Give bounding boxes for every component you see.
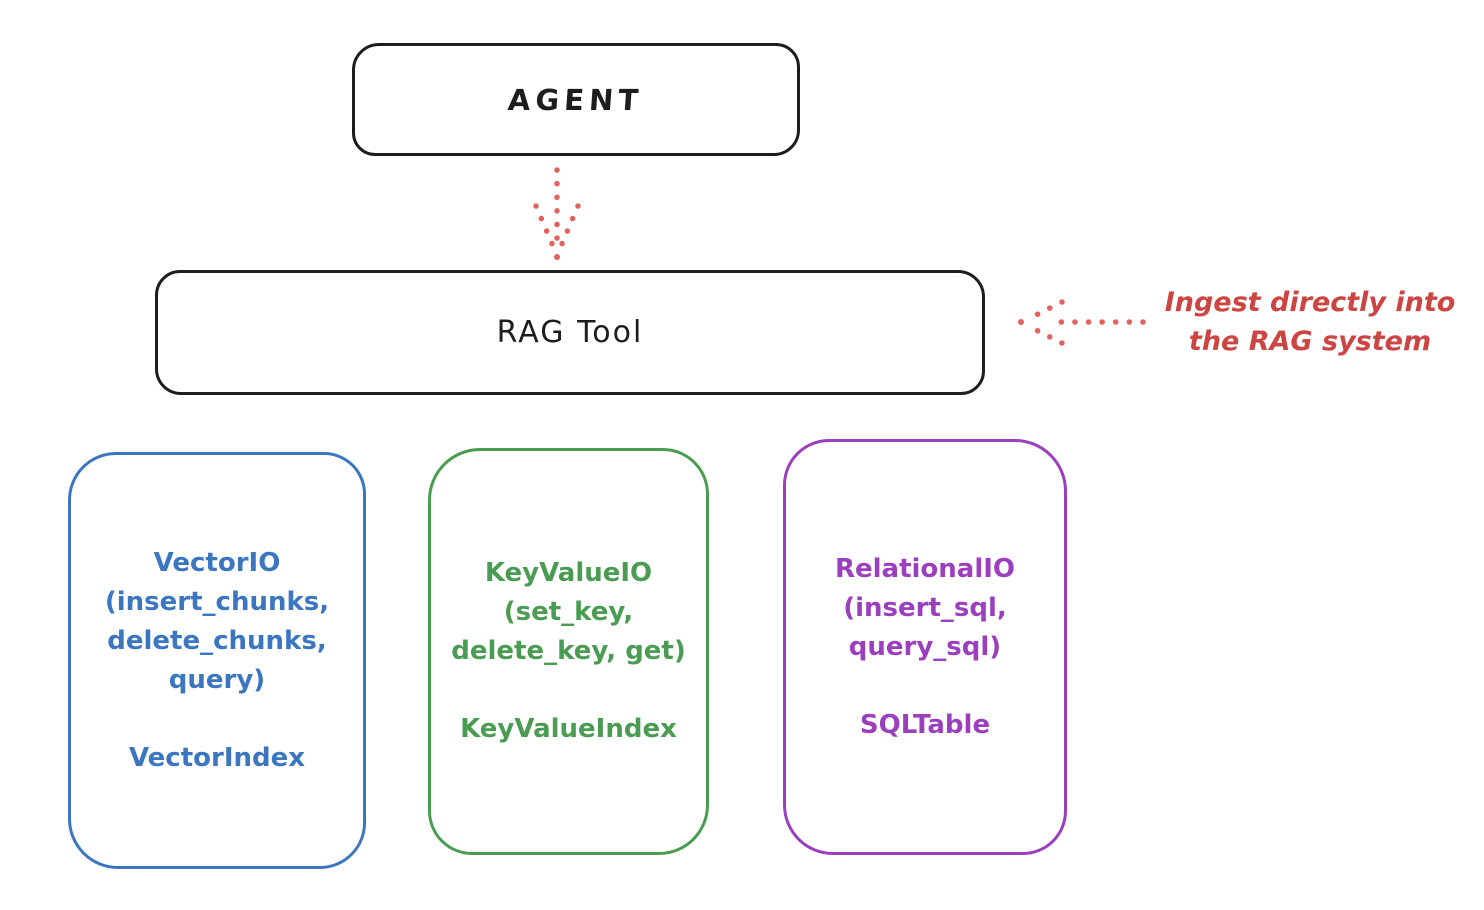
ingest-annotation-line2: the RAG system: [1188, 326, 1432, 357]
relational-io-box: RelationalIO (insert_sql, query_sql) SQL…: [783, 439, 1067, 855]
vector-io-title: VectorIO: [153, 547, 281, 578]
vector-index-label: VectorIndex: [128, 742, 306, 773]
relational-io-methods-line2: query_sql): [848, 631, 1002, 662]
keyvalue-io-methods-line2: delete_key, get): [451, 636, 686, 666]
vector-io-methods-line1: (insert_chunks,: [104, 586, 330, 617]
keyvalue-io-title: KeyValueIO: [484, 558, 653, 588]
vector-io-methods-line3: query): [168, 664, 266, 695]
vector-io-methods-line2: delete_chunks,: [107, 625, 327, 656]
vector-io-box: VectorIO (insert_chunks, delete_chunks, …: [68, 452, 366, 869]
keyvalue-io-methods-line1: (set_key,: [503, 597, 634, 627]
keyvalue-index-label: KeyValueIndex: [460, 714, 677, 744]
ingest-dotted-arrow-left-icon: [1018, 299, 1146, 346]
relational-io-title: RelationalIO: [834, 553, 1016, 584]
rag-tool-box: RAG Tool: [155, 270, 985, 395]
agent-box: AGENT: [352, 43, 800, 156]
sql-table-label: SQLTable: [859, 709, 991, 740]
rag-tool-label: RAG Tool: [496, 315, 644, 350]
keyvalue-io-box: KeyValueIO (set_key, delete_key, get) Ke…: [428, 448, 709, 855]
ingest-annotation: Ingest directly into the RAG system: [1140, 283, 1480, 361]
relational-io-methods-line1: (insert_sql,: [843, 592, 1007, 623]
agent-to-rag-dotted-arrow-down-icon: [533, 167, 581, 260]
agent-label: AGENT: [507, 82, 645, 117]
ingest-annotation-line1: Ingest directly into: [1164, 287, 1456, 318]
